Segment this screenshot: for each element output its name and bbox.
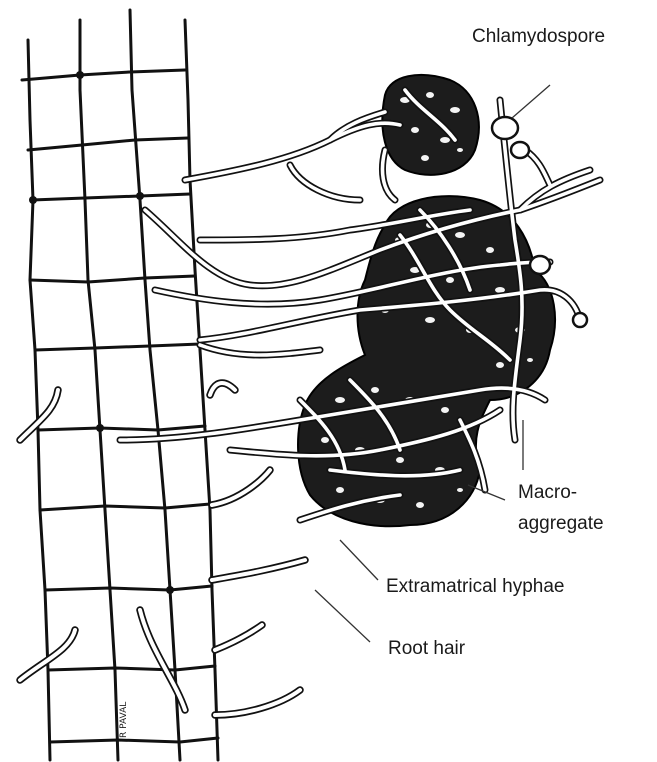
label-root-hair: Root hair xyxy=(388,638,466,659)
label-chlamydospore: Chlamydospore xyxy=(472,26,605,47)
label-macroaggregate-line2: aggregate xyxy=(518,513,604,534)
artist-signature: R PAVAL xyxy=(119,702,129,738)
label-macroaggregate-line1: Macro- xyxy=(518,482,577,503)
root-hairs xyxy=(20,383,305,715)
label-extramatrical-hyphae: Extramatrical hyphae xyxy=(386,576,564,597)
root-cell-grid xyxy=(22,10,218,760)
